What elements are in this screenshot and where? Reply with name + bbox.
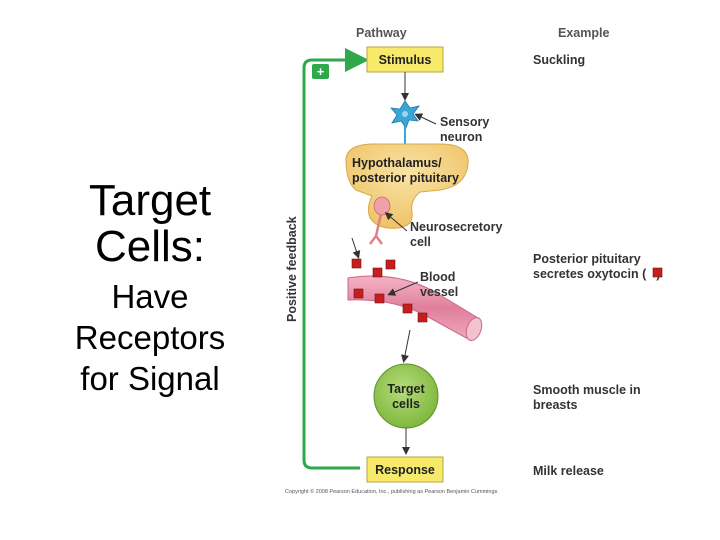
example-secretion-2: secretes oxytocin () xyxy=(533,267,660,281)
oxytocin-molecules xyxy=(351,258,428,323)
neurosecretory-label-2: cell xyxy=(410,235,431,249)
stimulus-box xyxy=(366,46,444,73)
oxytocin-square xyxy=(417,312,428,323)
oxytocin-square xyxy=(351,258,362,269)
oxytocin-square xyxy=(374,293,385,304)
target-cells-label-1: Target xyxy=(387,382,425,396)
example-secretion-1: Posterior pituitary xyxy=(533,252,641,266)
body-line-1: Have xyxy=(111,278,189,315)
example-response: Milk release xyxy=(533,464,604,478)
blood-vessel xyxy=(347,275,483,342)
blood-vessel-label-2: vessel xyxy=(420,285,458,299)
slide-title: Target Cells: xyxy=(88,176,212,271)
arrow-neurosecretory-label xyxy=(384,212,408,232)
feedback-label: Positive feedback xyxy=(285,216,299,322)
response-label: Response xyxy=(375,463,435,477)
stimulus-label: Stimulus xyxy=(379,53,432,67)
target-cells-label-2: cells xyxy=(392,397,420,411)
body-line-3: for Signal xyxy=(80,360,220,397)
example-stimulus: Suckling xyxy=(533,53,585,67)
example-target-2: breasts xyxy=(533,398,578,412)
sensory-neuron-label-2: neuron xyxy=(440,130,482,144)
col-header-example: Example xyxy=(558,26,609,40)
arrow-sensory-label xyxy=(414,113,437,125)
arrow-vessel-to-target xyxy=(401,329,411,363)
neurosecretory-cell-icon xyxy=(369,196,391,245)
blood-vessel-label-1: Blood xyxy=(420,270,455,284)
body-line-2: Receptors xyxy=(74,319,226,356)
oxytocin-legend-swatch xyxy=(652,267,663,278)
oxytocin-square xyxy=(402,303,413,314)
oxytocin-square xyxy=(372,267,383,278)
feedback-plus-badge xyxy=(312,64,329,79)
col-header-pathway: Pathway xyxy=(356,26,407,40)
target-cells-circle xyxy=(373,363,439,429)
oxytocin-square xyxy=(385,259,396,270)
sensory-neuron-icon xyxy=(390,100,420,150)
arrow-release xyxy=(351,237,361,259)
slide-body: Have Receptors for Signal xyxy=(40,276,260,399)
response-box xyxy=(366,456,444,483)
example-target-1: Smooth muscle in xyxy=(533,383,641,397)
feedback-sign: + xyxy=(317,64,325,79)
arrow-blood-vessel-label xyxy=(387,281,419,296)
copyright-notice: Copyright © 2008 Pearson Education, Inc.… xyxy=(285,488,499,495)
sensory-neuron-label-1: Sensory xyxy=(440,115,489,129)
feedback-loop-arrow xyxy=(302,48,369,470)
slide-text-block: Target Cells: Have Receptors for Signal xyxy=(40,178,260,399)
neurosecretory-label-1: Neurosecretory xyxy=(410,220,502,234)
hypothalamus-label-1: Hypothalamus/ xyxy=(352,156,442,170)
hypothalamus-label-2: posterior pituitary xyxy=(352,171,459,185)
oxytocin-square xyxy=(353,288,364,299)
